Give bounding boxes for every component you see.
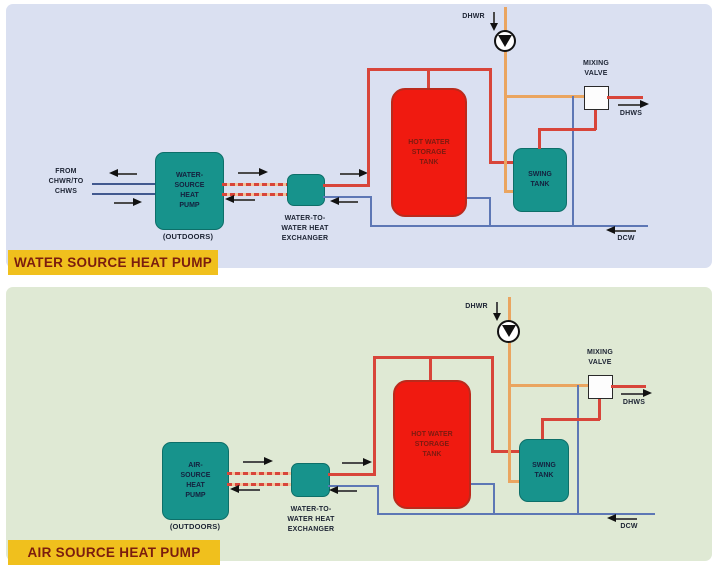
hot-water-storage-tank: HOT WATER STORAGE TANK [393, 380, 471, 509]
pipe-dcw-to-valve [577, 385, 579, 515]
pipe-dhws [611, 385, 646, 388]
pipe-swing-outlet [541, 418, 544, 439]
pipe-tank-cold-riser [493, 485, 495, 515]
mixing-valve-box [584, 86, 609, 110]
air-panel-banner-text: AIR SOURCE HEAT PUMP [27, 545, 201, 560]
heat-exchanger-box [291, 463, 330, 497]
pipe-dcw-main [370, 225, 648, 227]
swing-tank-box: SWING TANK [513, 148, 567, 212]
pipe-chw-supply [92, 183, 155, 185]
dhwr-label: DHWR [462, 13, 485, 20]
dcw-label: DCW [620, 523, 638, 530]
swing-tank-label: SWING TANK [532, 461, 556, 479]
mixing-valve-label: MIXING VALVE [586, 349, 614, 366]
flow-arrow-left-icon [329, 487, 357, 493]
flow-arrow-left-icon [109, 170, 137, 176]
pipe-dhws [607, 96, 643, 99]
pipe-hot-riser [367, 68, 370, 187]
flow-arrow-right-icon [114, 199, 142, 205]
pipe-refrigerant-return [227, 483, 292, 486]
mixing-valve-box [588, 375, 613, 399]
water-panel-banner: WATER SOURCE HEAT PUMP [8, 250, 218, 275]
air-panel-background [6, 287, 712, 561]
recirculation-pump-icon [497, 320, 520, 343]
pipe-chw-return [92, 193, 155, 195]
hot-water-storage-tank: HOT WATER STORAGE TANK [391, 88, 467, 217]
pipe-cold-return [328, 485, 379, 487]
air-panel-banner: AIR SOURCE HEAT PUMP [8, 540, 220, 565]
air-source-heat-pump-label: AIR- SOURCE HEAT PUMP [180, 462, 211, 499]
flow-arrow-left-icon [607, 515, 637, 521]
flow-arrow-left-icon [230, 486, 260, 492]
pipe-hot-supply [328, 473, 375, 476]
flow-arrow-down-icon [493, 302, 500, 321]
swing-tank-box: SWING TANK [519, 439, 569, 502]
pipe-swing-to-valve [538, 128, 596, 131]
pipe-valve-hot-inlet [598, 397, 601, 420]
dcw-label: DCW [617, 235, 635, 242]
pipe-dhwr-swing-inlet [504, 190, 515, 193]
storage-tank-label: HOT WATER STORAGE TANK [408, 138, 450, 166]
pipe-tank-cold-riser [489, 198, 491, 227]
pipe-swing-feed-drop [491, 356, 494, 452]
air-source-heat-pump-box: AIR- SOURCE HEAT PUMP [162, 442, 229, 520]
pipe-dcw-to-valve [572, 96, 574, 227]
pipe-cold-return [323, 196, 372, 198]
flow-arrow-left-icon [606, 227, 636, 233]
pipe-tank-top-feed [429, 356, 432, 382]
swing-tank-label: SWING TANK [528, 171, 552, 188]
dhws-label: DHWS [622, 399, 646, 406]
mixing-valve-label: MIXING VALVE [582, 60, 610, 77]
pipe-hot-riser [373, 356, 376, 476]
pipe-swing-feed [491, 450, 520, 453]
flow-arrow-right-icon [243, 458, 273, 464]
pipe-swing-feed [489, 161, 515, 164]
pipe-swing-feed-drop [489, 68, 492, 163]
flow-arrow-right-icon [238, 169, 268, 175]
pipe-tank-cold-inlet [463, 197, 491, 199]
chw-source-label: FROM CHWR/TO CHWS [48, 168, 84, 195]
water-source-heat-pump-label: WATER- SOURCE HEAT PUMP [174, 172, 205, 209]
pipe-swing-outlet [538, 128, 541, 149]
pipe-dhwr-to-valve [505, 95, 585, 98]
dhwr-label: DHWR [465, 303, 488, 310]
heat-exchanger-label: WATER-TO- WATER HEAT EXCHANGER [287, 506, 335, 533]
pipe-cold-drop [370, 196, 372, 227]
pipe-refrigerant-supply [227, 472, 292, 475]
heat-exchanger-box [287, 174, 325, 206]
flow-arrow-right-icon [342, 459, 372, 465]
flow-arrow-right-icon [618, 101, 649, 107]
pipe-hot-supply [323, 184, 370, 187]
pipe-dhwr-riser [504, 7, 507, 192]
water-panel-background [6, 4, 712, 268]
recirculation-pump-icon [494, 30, 516, 52]
pipe-dhwr-swing-inlet [508, 480, 520, 483]
storage-tank-label: HOT WATER STORAGE TANK [411, 430, 453, 458]
pipe-cold-drop [377, 485, 379, 515]
pipe-dcw-main [377, 513, 655, 515]
flow-arrow-left-icon [330, 198, 358, 204]
pipe-dhwr-to-valve [509, 384, 589, 387]
pipe-hot-header [373, 356, 493, 359]
pipe-refrigerant-supply [222, 183, 287, 186]
outdoors-label: (OUTDOORS) [169, 522, 221, 531]
pipe-valve-hot-inlet [594, 107, 597, 130]
pipe-swing-to-valve [541, 418, 600, 421]
flow-arrow-left-icon [225, 196, 255, 202]
water-source-heat-pump-box: WATER- SOURCE HEAT PUMP [155, 152, 224, 230]
pipe-dhwr-riser [508, 297, 511, 482]
pipe-tank-cold-inlet [467, 483, 495, 485]
dhws-label: DHWS [619, 110, 643, 117]
water-panel-banner-text: WATER SOURCE HEAT PUMP [13, 255, 213, 270]
pipe-tank-top-feed [427, 68, 430, 90]
flow-arrow-down-icon [490, 12, 497, 31]
flow-arrow-right-icon [340, 170, 368, 176]
heat-exchanger-label: WATER-TO- WATER HEAT EXCHANGER [281, 215, 329, 242]
pipe-refrigerant-return [222, 193, 287, 196]
outdoors-label: (OUTDOORS) [162, 232, 214, 241]
flow-arrow-right-icon [621, 390, 652, 396]
